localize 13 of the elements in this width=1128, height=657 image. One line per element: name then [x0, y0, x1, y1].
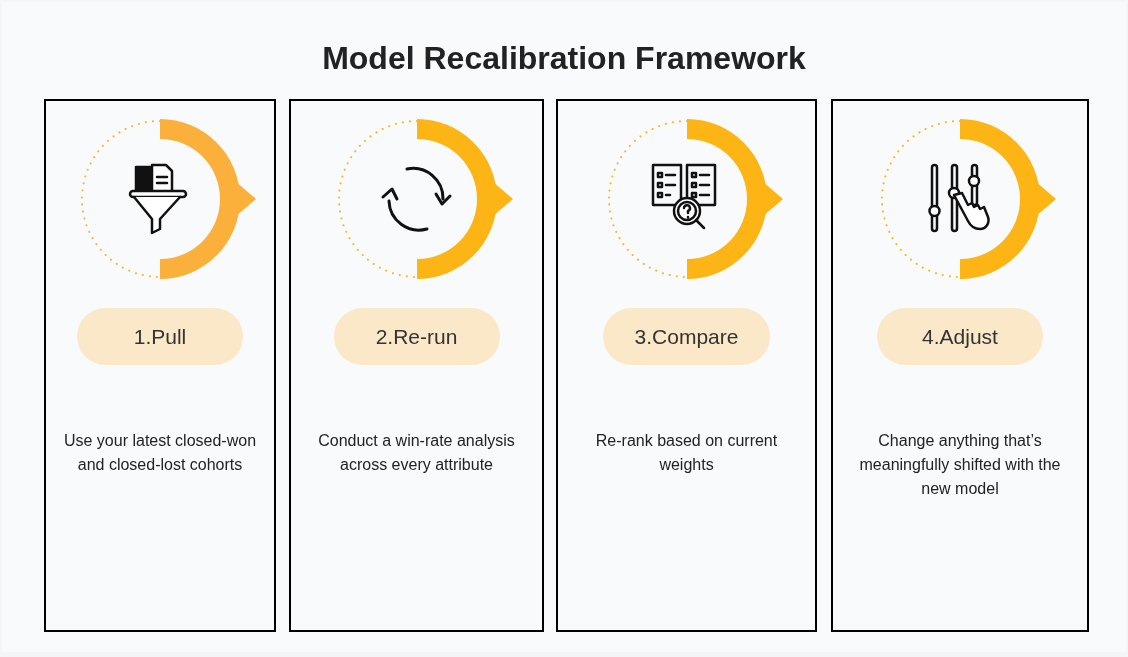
- step-pill: 3.Compare: [602, 308, 771, 365]
- step-description: Re-rank based on current weights: [594, 431, 779, 475]
- step-card: [556, 99, 817, 632]
- step-pill: 1.Pull: [77, 308, 243, 365]
- step-description: Use your latest closed-won and closed-lost cohorts: [62, 431, 258, 475]
- step-pill: 4.Adjust: [877, 308, 1043, 365]
- step-pill: 2.Re-run: [333, 308, 500, 365]
- title: Model Recalibration Framework: [321, 39, 807, 78]
- step-card: [831, 99, 1089, 632]
- step-card: [289, 99, 544, 632]
- step-description: Conduct a win-rate analysis across every attribute: [317, 431, 516, 475]
- step-description: Change anything that’s meaningfully shifted with the new model: [858, 431, 1062, 499]
- step-card: [44, 99, 276, 632]
